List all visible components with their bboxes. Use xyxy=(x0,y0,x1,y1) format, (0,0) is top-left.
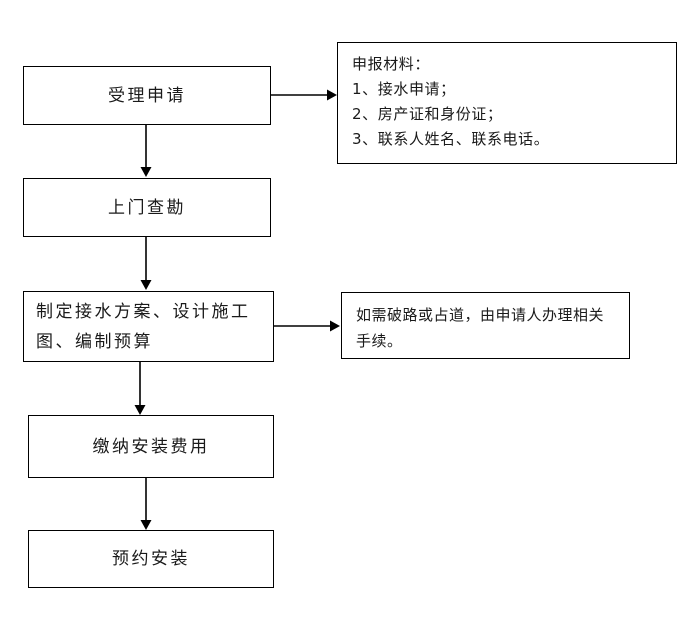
flow-node-label: 上门查勘 xyxy=(108,197,186,218)
flow-node-design-plan-budget[interactable]: 制定接水方案、设计施工 图、编制预算 xyxy=(23,291,274,362)
note-item-1: 1、接水申请； xyxy=(352,80,456,98)
flow-node-label: 受理申请 xyxy=(108,85,186,106)
connector-arrow-down-2 xyxy=(139,237,153,291)
note-heading: 申报材料： xyxy=(352,55,431,73)
note-application-materials: 申报材料： 1、接水申请； 2、房产证和身份证； 3、联系人姓名、联系电话。 xyxy=(337,42,677,164)
flow-node-pay-installation-fee[interactable]: 缴纳安装费用 xyxy=(28,415,274,478)
note-item-2: 2、房产证和身份证； xyxy=(352,105,503,123)
flow-node-site-survey[interactable]: 上门查勘 xyxy=(23,178,271,237)
note-item-3: 3、联系人姓名、联系电话。 xyxy=(352,130,550,148)
flow-node-label: 制定接水方案、设计施工 图、编制预算 xyxy=(36,301,251,352)
note-body-text: 如需破路或占道，由申请人办理相关手续。 xyxy=(356,306,605,350)
connector-arrow-down-1 xyxy=(139,124,153,178)
connector-arrow-right-2 xyxy=(274,319,342,333)
flow-node-label: 预约安装 xyxy=(112,549,190,569)
flow-node-label: 缴纳安装费用 xyxy=(92,436,210,457)
connector-arrow-right-1 xyxy=(271,88,339,102)
connector-arrow-down-3 xyxy=(133,362,147,416)
connector-arrow-down-4 xyxy=(139,478,153,531)
flow-node-schedule-installation[interactable]: 预约安装 xyxy=(28,530,274,588)
flow-node-accept-application[interactable]: 受理申请 xyxy=(23,66,271,125)
note-road-occupation-procedures: 如需破路或占道，由申请人办理相关手续。 xyxy=(341,292,630,359)
